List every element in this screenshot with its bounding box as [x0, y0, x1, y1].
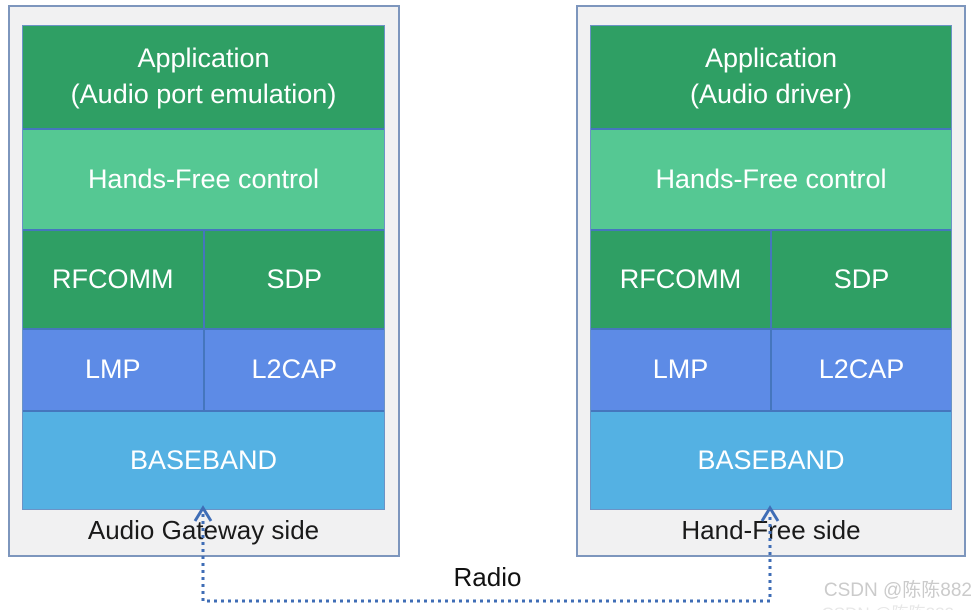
layer-lmp-l2cap: LMP L2CAP [23, 328, 384, 410]
rfcomm-label: RFCOMM [619, 263, 742, 294]
cell-lmp: LMP [23, 330, 205, 410]
cell-sdp: SDP [772, 231, 951, 328]
application-label-line1: Application [704, 43, 838, 74]
cell-lmp: LMP [591, 330, 772, 410]
layer-application: Application (Audio port emulation) [23, 26, 384, 128]
audio-gateway-side-label: Audio Gateway side [87, 514, 320, 545]
hand-free-protocol-stack: Application (Audio driver) Hands-Free co… [590, 25, 952, 510]
baseband-label: BASEBAND [129, 444, 278, 475]
audio-gateway-protocol-stack: Application (Audio port emulation) Hands… [22, 25, 385, 510]
layer-rfcomm-sdp: RFCOMM SDP [591, 229, 951, 328]
cell-l2cap: L2CAP [205, 330, 385, 410]
layer-rfcomm-sdp: RFCOMM SDP [23, 229, 384, 328]
layer-baseband: BASEBAND [23, 410, 384, 509]
layer-hands-free-control: Hands-Free control [591, 128, 951, 229]
cell-rfcomm: RFCOMM [591, 231, 772, 328]
layer-lmp-l2cap: LMP L2CAP [591, 328, 951, 410]
cell-sdp: SDP [205, 231, 385, 328]
sdp-label: SDP [833, 263, 890, 294]
hand-free-box: Application (Audio driver) Hands-Free co… [576, 5, 966, 557]
audio-gateway-box: Application (Audio port emulation) Hands… [8, 5, 400, 557]
baseband-label: BASEBAND [697, 444, 845, 475]
watermark-text-faint: CSDN @陈陈882 [821, 599, 954, 610]
application-label-line2: (Audio driver) [689, 79, 853, 109]
application-label-line1: Application [137, 43, 270, 74]
sdp-label: SDP [266, 263, 323, 294]
radio-label: Radio [453, 562, 522, 592]
lmp-label: LMP [84, 354, 141, 385]
l2cap-label: L2CAP [251, 354, 338, 385]
layer-hands-free-control: Hands-Free control [23, 128, 384, 229]
application-label-line2: (Audio port emulation) [70, 79, 337, 109]
cell-l2cap: L2CAP [772, 330, 951, 410]
hands-free-control-label: Hands-Free control [655, 163, 887, 194]
lmp-label: LMP [652, 354, 709, 385]
l2cap-label: L2CAP [818, 354, 905, 385]
layer-application: Application (Audio driver) [591, 26, 951, 128]
hands-free-control-label: Hands-Free control [87, 163, 320, 194]
hand-free-side-label: Hand-Free side [681, 514, 861, 545]
layer-baseband: BASEBAND [591, 410, 951, 509]
rfcomm-label: RFCOMM [52, 263, 174, 294]
cell-rfcomm: RFCOMM [23, 231, 205, 328]
watermark-text: CSDN @陈陈882 [823, 580, 972, 601]
